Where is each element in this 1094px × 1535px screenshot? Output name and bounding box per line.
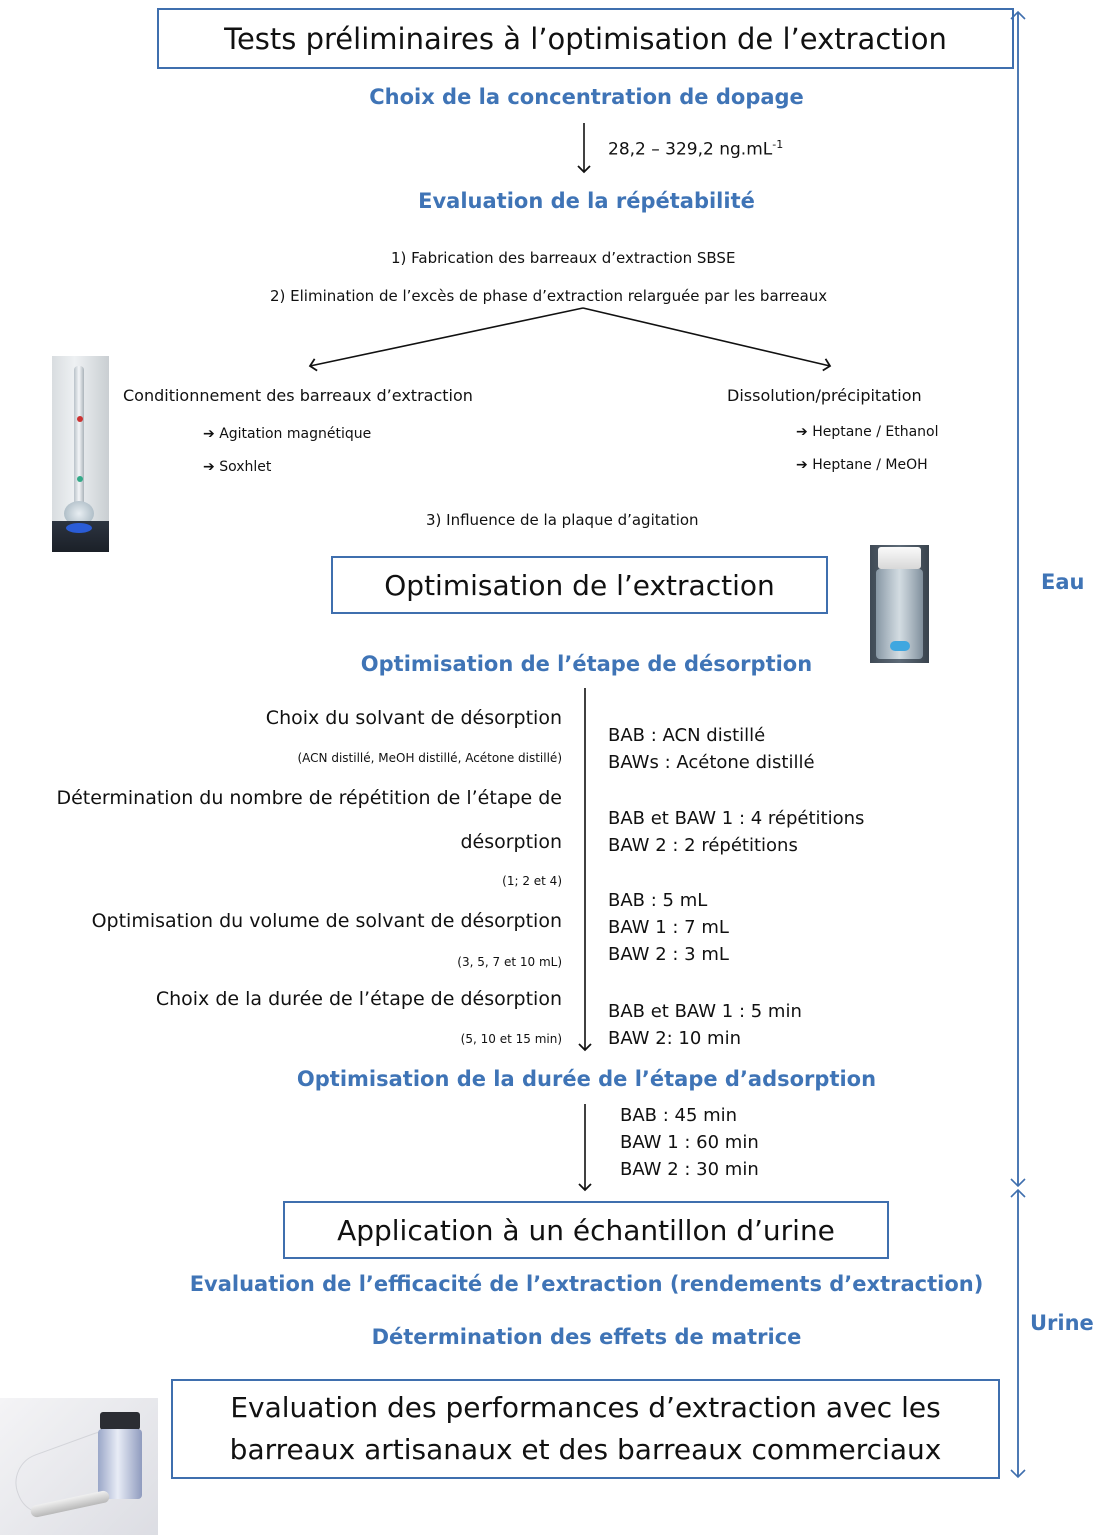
box-evaluation-performances: Evaluation des performances d’extraction… [171,1379,1000,1479]
soxhlet-apparatus-photo [52,356,109,552]
box-application-urine: Application à un échantillon d’urine [283,1201,889,1259]
side-label-eau: Eau [1041,570,1085,594]
result-line: BAW 2 : 3 mL [608,944,729,965]
result-line: BAWs : Acétone distillé [608,752,815,773]
branch-right-item: ➔ Heptane / Ethanol [796,424,939,440]
heading-efficacite: Evaluation de l’efficacité de l’extracti… [189,1272,984,1296]
desorption-step-label: Choix du solvant de désorption [265,707,562,729]
concentration-range-unit-exponent: -1 [772,138,784,151]
desorption-results: BAB : ACN distillé BAWs : Acétone distil… [608,722,815,776]
branch-right-item: ➔ Heptane / MeOH [796,457,928,473]
desorption-step-label-continued: désorption [460,831,562,853]
desorption-step-label: Choix de la durée de l’étape de désorpti… [155,988,562,1010]
desorption-step-detail: (3, 5, 7 et 10 mL) [457,955,562,969]
heading-effets-matrice: Détermination des effets de matrice [371,1325,802,1349]
repetabilite-step-2: 2) Elimination de l’excès de phase d’ext… [270,287,828,305]
box-optimisation-title: Optimisation de l’extraction [384,568,775,602]
right-arrow-icon: ➔ [203,459,215,475]
branch-left-item-label: Soxhlet [219,459,272,475]
desorption-results: BAB et BAW 1 : 5 min BAW 2: 10 min [608,998,802,1052]
result-line: BAB et BAW 1 : 5 min [608,1001,802,1022]
repetabilite-step-3: 3) Influence de la plaque d’agitation [426,511,699,529]
box-tests-title: Tests préliminaires à l’optimisation de … [224,21,947,56]
box-optimisation-extraction: Optimisation de l’extraction [331,556,828,614]
heading-desorption: Optimisation de l’étape de désorption [360,652,813,676]
concentration-range-value: 28,2 – 329,2 ng.mL [608,139,773,160]
branch-right-title: Dissolution/précipitation [727,386,922,405]
side-label-urine: Urine [1030,1311,1094,1335]
desorption-step-label: Optimisation du volume de solvant de dés… [91,910,562,932]
concentration-range: 28,2 – 329,2 ng.mL-1 [608,138,783,160]
repetabilite-step-1: 1) Fabrication des barreaux d’extraction… [391,249,736,267]
desorption-step-label: Détermination du nombre de répétition de… [56,787,562,809]
result-line: BAW 2 : 30 min [620,1159,759,1180]
result-line: BAW 2 : 2 répétitions [608,835,798,856]
branch-right-item-label: Heptane / MeOH [812,457,928,473]
branch-left-item-label: Agitation magnétique [219,426,372,442]
result-line: BAB : ACN distillé [608,725,766,746]
right-arrow-icon: ➔ [796,424,808,440]
branch-left-item: ➔ Soxhlet [203,459,271,475]
desorption-results: BAB : 5 mL BAW 1 : 7 mL BAW 2 : 3 mL [608,887,729,968]
result-line: BAB : 45 min [620,1105,738,1126]
right-arrow-icon: ➔ [796,457,808,473]
arrow-branch-left [308,307,584,372]
heading-adsorption: Optimisation de la durée de l’étape d’ad… [296,1067,877,1091]
box-tests-preliminaires: Tests préliminaires à l’optimisation de … [157,8,1014,69]
desorption-step-detail: (5, 10 et 15 min) [460,1032,562,1046]
desorption-step-detail: (ACN distillé, MeOH distillé, Acétone di… [297,751,562,765]
result-line: BAW 1 : 7 mL [608,917,729,938]
box-application-title: Application à un échantillon d’urine [337,1213,835,1247]
result-line: BAB : 5 mL [608,890,708,911]
right-arrow-icon: ➔ [203,426,215,442]
commercial-stir-bar-photo [0,1398,158,1535]
result-line: BAW 2: 10 min [608,1028,742,1049]
branch-right-item-label: Heptane / Ethanol [812,424,939,440]
arrow-branch-right [582,307,832,372]
branch-left-item: ➔ Agitation magnétique [203,426,371,442]
branch-left-title: Conditionnement des barreaux d’extractio… [123,386,473,405]
box-evaluation-line2: barreaux artisanaux et des barreaux comm… [229,1433,942,1466]
box-evaluation-line1: Evaluation des performances d’extraction… [230,1391,941,1424]
desorption-step-detail: (1; 2 et 4) [502,874,562,888]
result-line: BAB et BAW 1 : 4 répétitions [608,808,865,829]
heading-choix-concentration: Choix de la concentration de dopage [369,85,804,109]
vial-photo [870,545,929,663]
desorption-results: BAB et BAW 1 : 4 répétitions BAW 2 : 2 r… [608,805,864,859]
heading-repetabilite: Evaluation de la répétabilité [418,189,755,213]
adsorption-results: BAB : 45 min BAW 1 : 60 min BAW 2 : 30 m… [620,1102,759,1183]
result-line: BAW 1 : 60 min [620,1132,759,1153]
